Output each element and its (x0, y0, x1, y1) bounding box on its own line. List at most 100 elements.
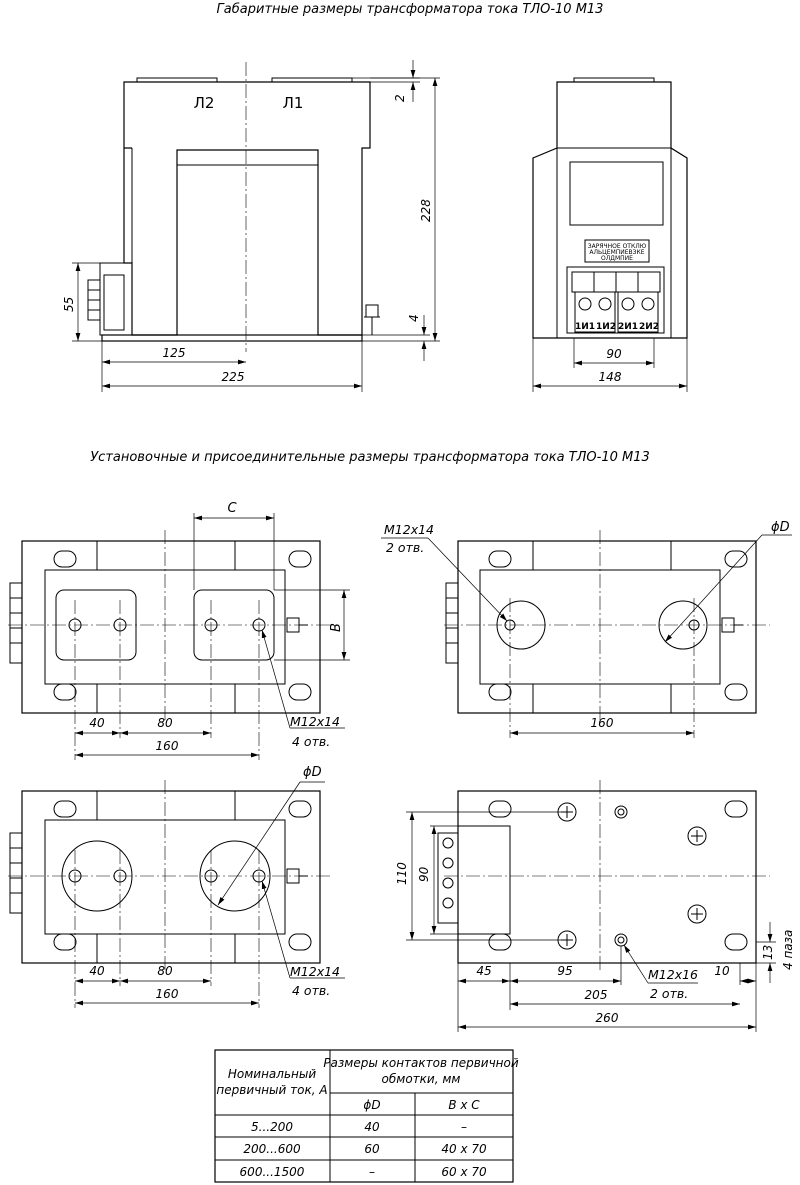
mount-slot (53, 933, 77, 951)
ground-bolt-icon (365, 304, 379, 318)
dim-13: 13 (761, 945, 775, 960)
dim-125: 125 (163, 346, 186, 360)
terminal-screw-icon (598, 297, 612, 311)
dim-40: 40 (89, 716, 105, 730)
dim-260: 260 (596, 1011, 619, 1025)
dim-228: 228 (419, 199, 433, 222)
terminal-screw-icon (578, 297, 592, 311)
holes-label: 2 отв. (650, 986, 688, 1001)
dim-4: 4 (407, 314, 421, 322)
label-l1: Л1 (283, 94, 304, 112)
view-d: 110 90 45 95 10 205 260 13 4 паза М12x16… (395, 780, 795, 1032)
terminal-pair-2 (617, 291, 659, 333)
dim-80: 80 (157, 716, 173, 730)
table-cell-current: 600...1500 (240, 1165, 305, 1179)
dim-160: 160 (156, 987, 179, 1001)
table-cell-d: 40 (364, 1120, 380, 1134)
table-cell-d: – (369, 1165, 375, 1179)
dim-b: B (329, 623, 344, 632)
terminal-label-1i1: 1И1 (575, 322, 595, 332)
dim-2: 2 (393, 94, 407, 102)
table-cell-bc: 60 х 70 (441, 1165, 487, 1179)
terminal-block (566, 266, 665, 334)
mount-slot (488, 800, 512, 818)
table-subheader-bc: В х С (448, 1098, 480, 1112)
tapped-hole (614, 805, 628, 819)
title-mid: Установочные и присоединительные размеры… (90, 450, 650, 465)
dim-80: 80 (157, 964, 173, 978)
dim-90: 90 (417, 866, 431, 882)
table-cell-current: 5...200 (251, 1120, 293, 1134)
terminal-housing (457, 825, 511, 935)
terminal-screw-icon (621, 297, 635, 311)
mount-slot (288, 550, 312, 568)
mount-slot (53, 800, 77, 818)
nameplate-line-1: ЗАРЯЧНОЕ ОТКЛЮ (588, 243, 647, 250)
mount-slot (488, 550, 512, 568)
terminal-strip-icon (437, 832, 459, 924)
contact-disc-right (199, 840, 271, 912)
dim-225: 225 (222, 370, 245, 384)
title-top: Габаритные размеры трансформатора тока Т… (217, 2, 604, 17)
table-header-contacts-2: обмотки, мм (382, 1072, 461, 1086)
thread-label: М12x14 (290, 714, 340, 729)
table-cell-d: 60 (364, 1142, 380, 1156)
dim-160: 160 (591, 716, 614, 730)
mount-slot (724, 933, 748, 951)
terminal-strip-icon (9, 832, 23, 914)
label-l2: Л2 (194, 94, 215, 112)
nameplate-line-2: АЛЬЦЕМПИЕВЗКЕ (589, 249, 644, 256)
mount-slot (53, 683, 77, 701)
mount-slot (724, 683, 748, 701)
mount-slot (488, 683, 512, 701)
nameplate-line-3: ОЛДМПИЕ (601, 255, 633, 262)
dim-95: 95 (557, 964, 572, 978)
thread-label: М12x14 (384, 522, 434, 537)
mount-slot (288, 683, 312, 701)
side-view: ЗАРЯЧНОЕ ОТКЛЮ АЛЬЦЕМПИЕВЗКЕ ОЛДМПИЕ 1И1… (532, 77, 688, 392)
thread-label: М12x14 (290, 964, 340, 979)
contacts-table: Номинальный первичный ток, А Размеры кон… (214, 1049, 519, 1183)
nameplate (584, 239, 650, 263)
mount-slot (288, 800, 312, 818)
dim-45: 45 (476, 964, 491, 978)
dim-55: 55 (62, 297, 76, 312)
dim-40: 40 (89, 964, 105, 978)
table-header-current-2: первичный ток, А (216, 1083, 327, 1097)
terminal-strip-icon (9, 582, 23, 664)
front-view: Л2 Л1 2 228 4 55 125 225 (62, 60, 440, 392)
dim-c: C (227, 501, 237, 516)
table-header-current-1: Номинальный (228, 1067, 316, 1081)
terminal-label-1i2: 1И2 (596, 322, 616, 332)
tapped-hole (614, 933, 628, 947)
mount-slot (724, 800, 748, 818)
view-c: ϕD 40 80 160 М12x14 4 отв. (8, 765, 345, 1008)
terminal-screw-icon (641, 297, 655, 311)
screw-icon (687, 826, 707, 846)
side-window (569, 161, 664, 226)
mount-slot (488, 933, 512, 951)
front-terminal-block (99, 262, 132, 336)
mount-slot (724, 550, 748, 568)
dim-205: 205 (585, 988, 608, 1002)
table-cell-bc: – (461, 1120, 467, 1134)
dim-110: 110 (395, 862, 409, 885)
view-a: C B 40 80 160 М12x14 4 отв. (8, 501, 350, 760)
groove-label: 4 паза (781, 930, 795, 970)
mount-slot (53, 550, 77, 568)
thread-label: М12x16 (648, 967, 698, 982)
front-body-outline (123, 81, 371, 336)
dim-160: 160 (156, 739, 179, 753)
dia-label: ϕD (303, 765, 322, 780)
dim-10: 10 (714, 964, 730, 978)
holes-label: 2 отв. (386, 540, 424, 555)
table-cell-current: 200...600 (243, 1142, 301, 1156)
terminal-label-2i1: 2И1 (618, 322, 638, 332)
holes-label: 4 отв. (292, 734, 330, 749)
table-subheader-d: ϕD (363, 1098, 380, 1112)
side-dim-90: 90 (606, 347, 622, 361)
terminal-pair-1 (574, 291, 616, 333)
dia-label: ϕD (771, 520, 790, 535)
table-header-contacts-1: Размеры контактов первичной (323, 1056, 519, 1070)
